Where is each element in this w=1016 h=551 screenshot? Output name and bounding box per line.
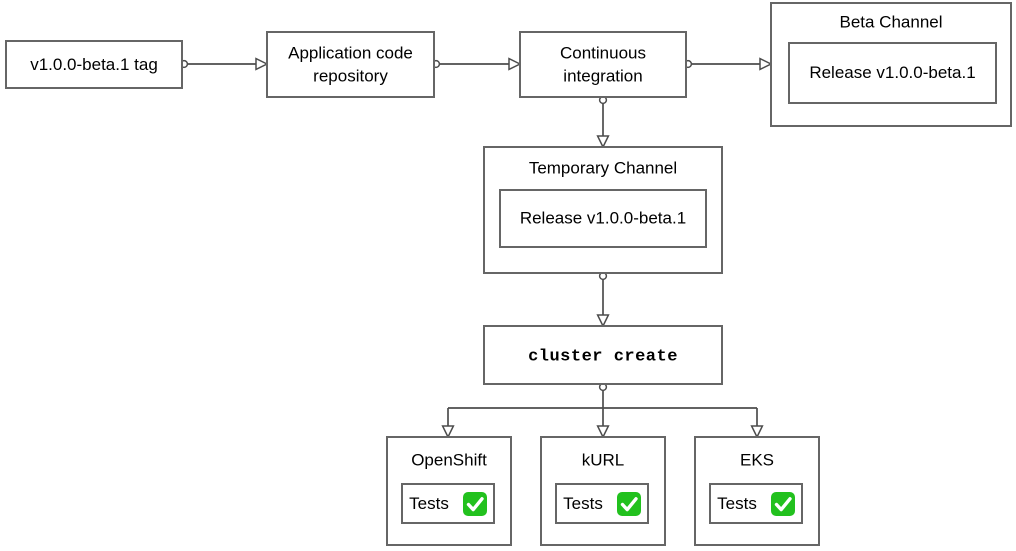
node-temporary-channel[interactable]: Temporary Channel Release v1.0.0-beta.1 (483, 146, 723, 274)
node-ci-label-line1: Continuous (560, 43, 646, 62)
node-repo-label-line2: repository (313, 66, 388, 85)
node-cluster-create-label: cluster create (528, 347, 678, 366)
node-cluster-create[interactable]: cluster create (483, 325, 723, 385)
edge-tag-to-repo (179, 57, 269, 71)
edge-ci-to-temporary-channel (596, 95, 610, 149)
edge-temporary-channel-to-cluster-create (596, 271, 610, 328)
node-openshift-tests-label: Tests (409, 494, 449, 513)
node-ci-label-line2: integration (563, 66, 642, 85)
node-beta-channel[interactable]: Beta Channel Release v1.0.0-beta.1 (770, 2, 1012, 127)
node-beta-channel-release-label: Release v1.0.0-beta.1 (809, 63, 975, 82)
node-eks[interactable]: EKS Tests (694, 436, 820, 546)
green-check-icon (617, 492, 641, 516)
node-eks-tests-label: Tests (717, 494, 757, 513)
edge-cluster-create-fork (441, 382, 764, 439)
node-kurl[interactable]: kURL Tests (540, 436, 666, 546)
green-check-icon (771, 492, 795, 516)
node-temporary-channel-title: Temporary Channel (529, 158, 677, 177)
node-application-code-repository[interactable]: Application code repository (266, 31, 435, 98)
node-tag[interactable]: v1.0.0-beta.1 tag (5, 40, 183, 89)
node-temporary-channel-release-box[interactable] (499, 189, 707, 248)
node-continuous-integration[interactable]: Continuous integration (519, 31, 687, 98)
node-kurl-tests-label: Tests (563, 494, 603, 513)
node-kurl-title: kURL (582, 450, 625, 469)
green-check-icon (463, 492, 487, 516)
node-temporary-channel-release-label: Release v1.0.0-beta.1 (520, 208, 686, 227)
edge-ci-to-beta-channel (683, 57, 773, 71)
node-tag-label: v1.0.0-beta.1 tag (30, 55, 158, 74)
edge-repo-to-ci (431, 57, 522, 71)
node-eks-title: EKS (740, 450, 774, 469)
node-beta-channel-release-box[interactable] (788, 42, 997, 104)
node-openshift[interactable]: OpenShift Tests (386, 436, 512, 546)
node-openshift-title: OpenShift (411, 450, 487, 469)
node-beta-channel-title: Beta Channel (839, 12, 942, 31)
node-repo-label-line1: Application code (288, 43, 413, 62)
